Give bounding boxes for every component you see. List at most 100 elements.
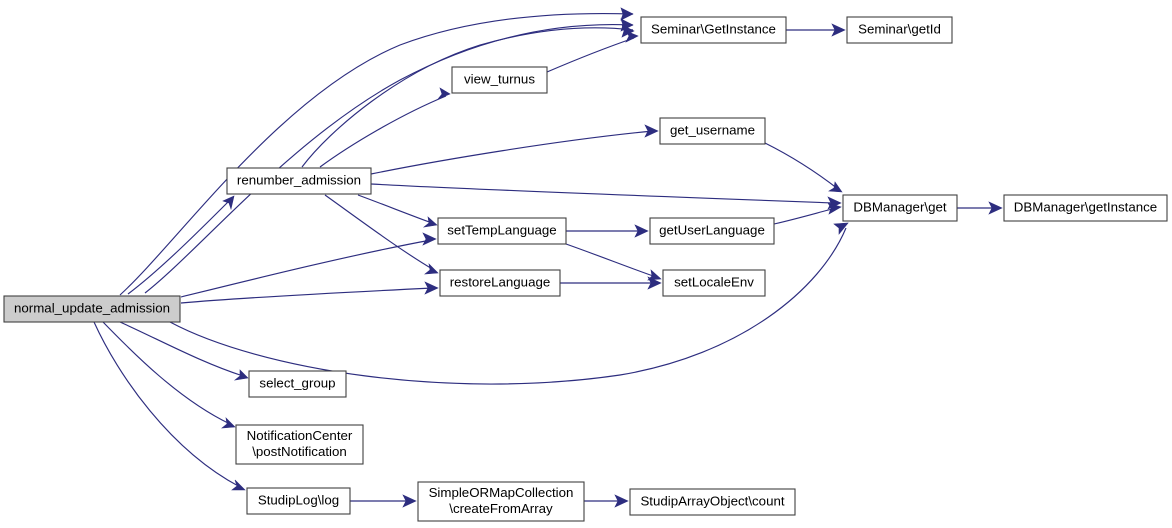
edge-renumber_admission-to-restorelanguage [324,194,439,275]
node-box[interactable] [235,424,364,465]
edge-normal_update_admission-to-renumber_admission [127,195,235,295]
edge-normal_update_admission-to-notificationcenter_postnotification [102,321,236,429]
node-label: StudipLog\log [258,493,339,508]
node-box[interactable] [649,217,775,245]
node-label: \createFromArray [449,501,553,516]
graph-node-setlocaleenv[interactable]: setLocaleEnv [662,269,766,297]
edge-studiplog_log-to-simpleormapcollection_createfromarray [350,494,417,508]
node-box[interactable] [3,295,181,323]
edge-line [169,227,847,385]
edge-settemplanguage-to-getuserlanguage [566,224,649,238]
arrowhead-icon [437,87,451,100]
arrowhead-icon [222,195,235,211]
node-label: SimpleORMapCollection [429,485,574,500]
arrowhead-icon [402,494,417,508]
arrowhead-icon [634,224,649,238]
node-label: select_group [259,376,335,391]
edge-line [93,321,241,488]
edge-line [180,239,432,298]
edge-restorelanguage-to-setlocaleenv [560,276,662,290]
node-label: get_username [670,123,755,138]
node-box[interactable] [248,370,347,398]
edge-line [773,207,837,225]
edge-normal_update_admission-to-seminar_getinstance [119,7,634,296]
graph-node-select_group[interactable]: select_group [248,370,347,398]
node-label: setLocaleEnv [674,275,754,290]
node-box[interactable] [451,66,548,94]
node-box[interactable] [640,16,787,44]
arrowhead-icon [828,181,843,193]
node-box[interactable] [659,117,766,145]
edge-normal_update_admission-to-select_group [119,321,249,381]
node-label: restoreLanguage [450,275,551,290]
arrowhead-icon [625,30,639,43]
arrowhead-icon [988,201,1003,215]
edge-renumber_admission-to-settemplanguage [357,194,438,228]
graph-node-get_username[interactable]: get_username [659,117,766,145]
graph-node-studiplog_log[interactable]: StudipLog\log [246,487,351,515]
graph-node-seminar_getid[interactable]: Seminar\getId [846,16,953,44]
graph-node-settemplanguage[interactable]: setTempLanguage [437,217,567,245]
edge-normal_update_admission-to-dbmanager_get [169,222,849,385]
node-box[interactable] [842,194,958,222]
arrowhead-icon [833,222,849,235]
edge-normal_update_admission-to-studiplog_log [93,321,246,491]
graph-node-notificationcenter_postnotification[interactable]: NotificationCenter\postNotification [235,424,364,465]
graph-node-dbmanager_get[interactable]: DBManager\get [842,194,958,222]
graph-node-seminar_getinstance[interactable]: Seminar\GetInstance [640,16,787,44]
graph-node-renumber_admission[interactable]: renumber_admission [226,167,372,195]
arrowhead-icon [614,494,629,508]
node-label: renumber_admission [237,173,361,188]
node-box[interactable] [1003,194,1168,222]
node-label: NotificationCenter [247,428,353,443]
edge-renumber_admission-to-get_username [370,124,659,175]
node-box[interactable] [226,167,372,195]
edge-renumber_admission-to-seminar_getinstance [301,24,635,168]
arrowhead-icon [831,23,846,37]
graph-node-studiparrayobject_count[interactable]: StudipArrayObject\count [629,488,796,516]
edge-view_turnus-to-seminar_getinstance [546,30,639,73]
edge-dbmanager_get-to-dbmanager_getinstance [957,201,1003,215]
edges-layer [93,7,1003,508]
nodes-layer: normal_update_admission Seminar\GetInstan… [3,16,1168,522]
node-label: StudipArrayObject\count [640,494,784,509]
arrowhead-icon [221,417,236,429]
graph-node-dbmanager_getinstance[interactable]: DBManager\getInstance [1003,194,1168,222]
edge-renumber_admission-to-dbmanager_get [370,183,842,210]
graph-node-normal_update_admission[interactable]: normal_update_admission [3,295,181,323]
edge-normal_update_admission-to-restorelanguage [180,281,439,304]
edge-line [764,142,839,190]
node-box[interactable] [846,16,953,44]
node-box[interactable] [246,487,351,515]
node-label: Seminar\GetInstance [651,22,776,37]
arrowhead-icon [644,124,659,138]
edge-line [324,194,435,271]
node-label: getUserLanguage [659,223,765,238]
graph-node-simpleormapcollection_createfromarray[interactable]: SimpleORMapCollection\createFromArray [417,481,585,522]
edge-get_username-to-dbmanager_get [764,142,843,193]
node-label: view_turnus [464,72,535,87]
edge-normal_update_admission-to-seminar_getinstance [144,18,634,294]
arrowhead-icon [620,7,634,21]
arrowhead-icon [621,24,635,38]
edge-line [119,12,634,296]
graph-node-view_turnus[interactable]: view_turnus [451,66,548,94]
node-label: setTempLanguage [447,223,556,238]
edge-normal_update_admission-to-settemplanguage [180,232,437,298]
edge-line [370,183,837,204]
graph-node-restorelanguage[interactable]: restoreLanguage [439,269,561,297]
edge-line [319,95,447,168]
edge-line [144,23,634,294]
arrowhead-icon [647,276,662,290]
edge-line [546,37,635,73]
node-box[interactable] [629,488,796,516]
node-box[interactable] [439,269,561,297]
node-box[interactable] [662,269,766,297]
node-label: \postNotification [252,444,347,459]
node-label: DBManager\getInstance [1014,200,1157,215]
graph-node-getuserlanguage[interactable]: getUserLanguage [649,217,775,245]
node-box[interactable] [437,217,567,245]
node-box[interactable] [417,481,585,522]
